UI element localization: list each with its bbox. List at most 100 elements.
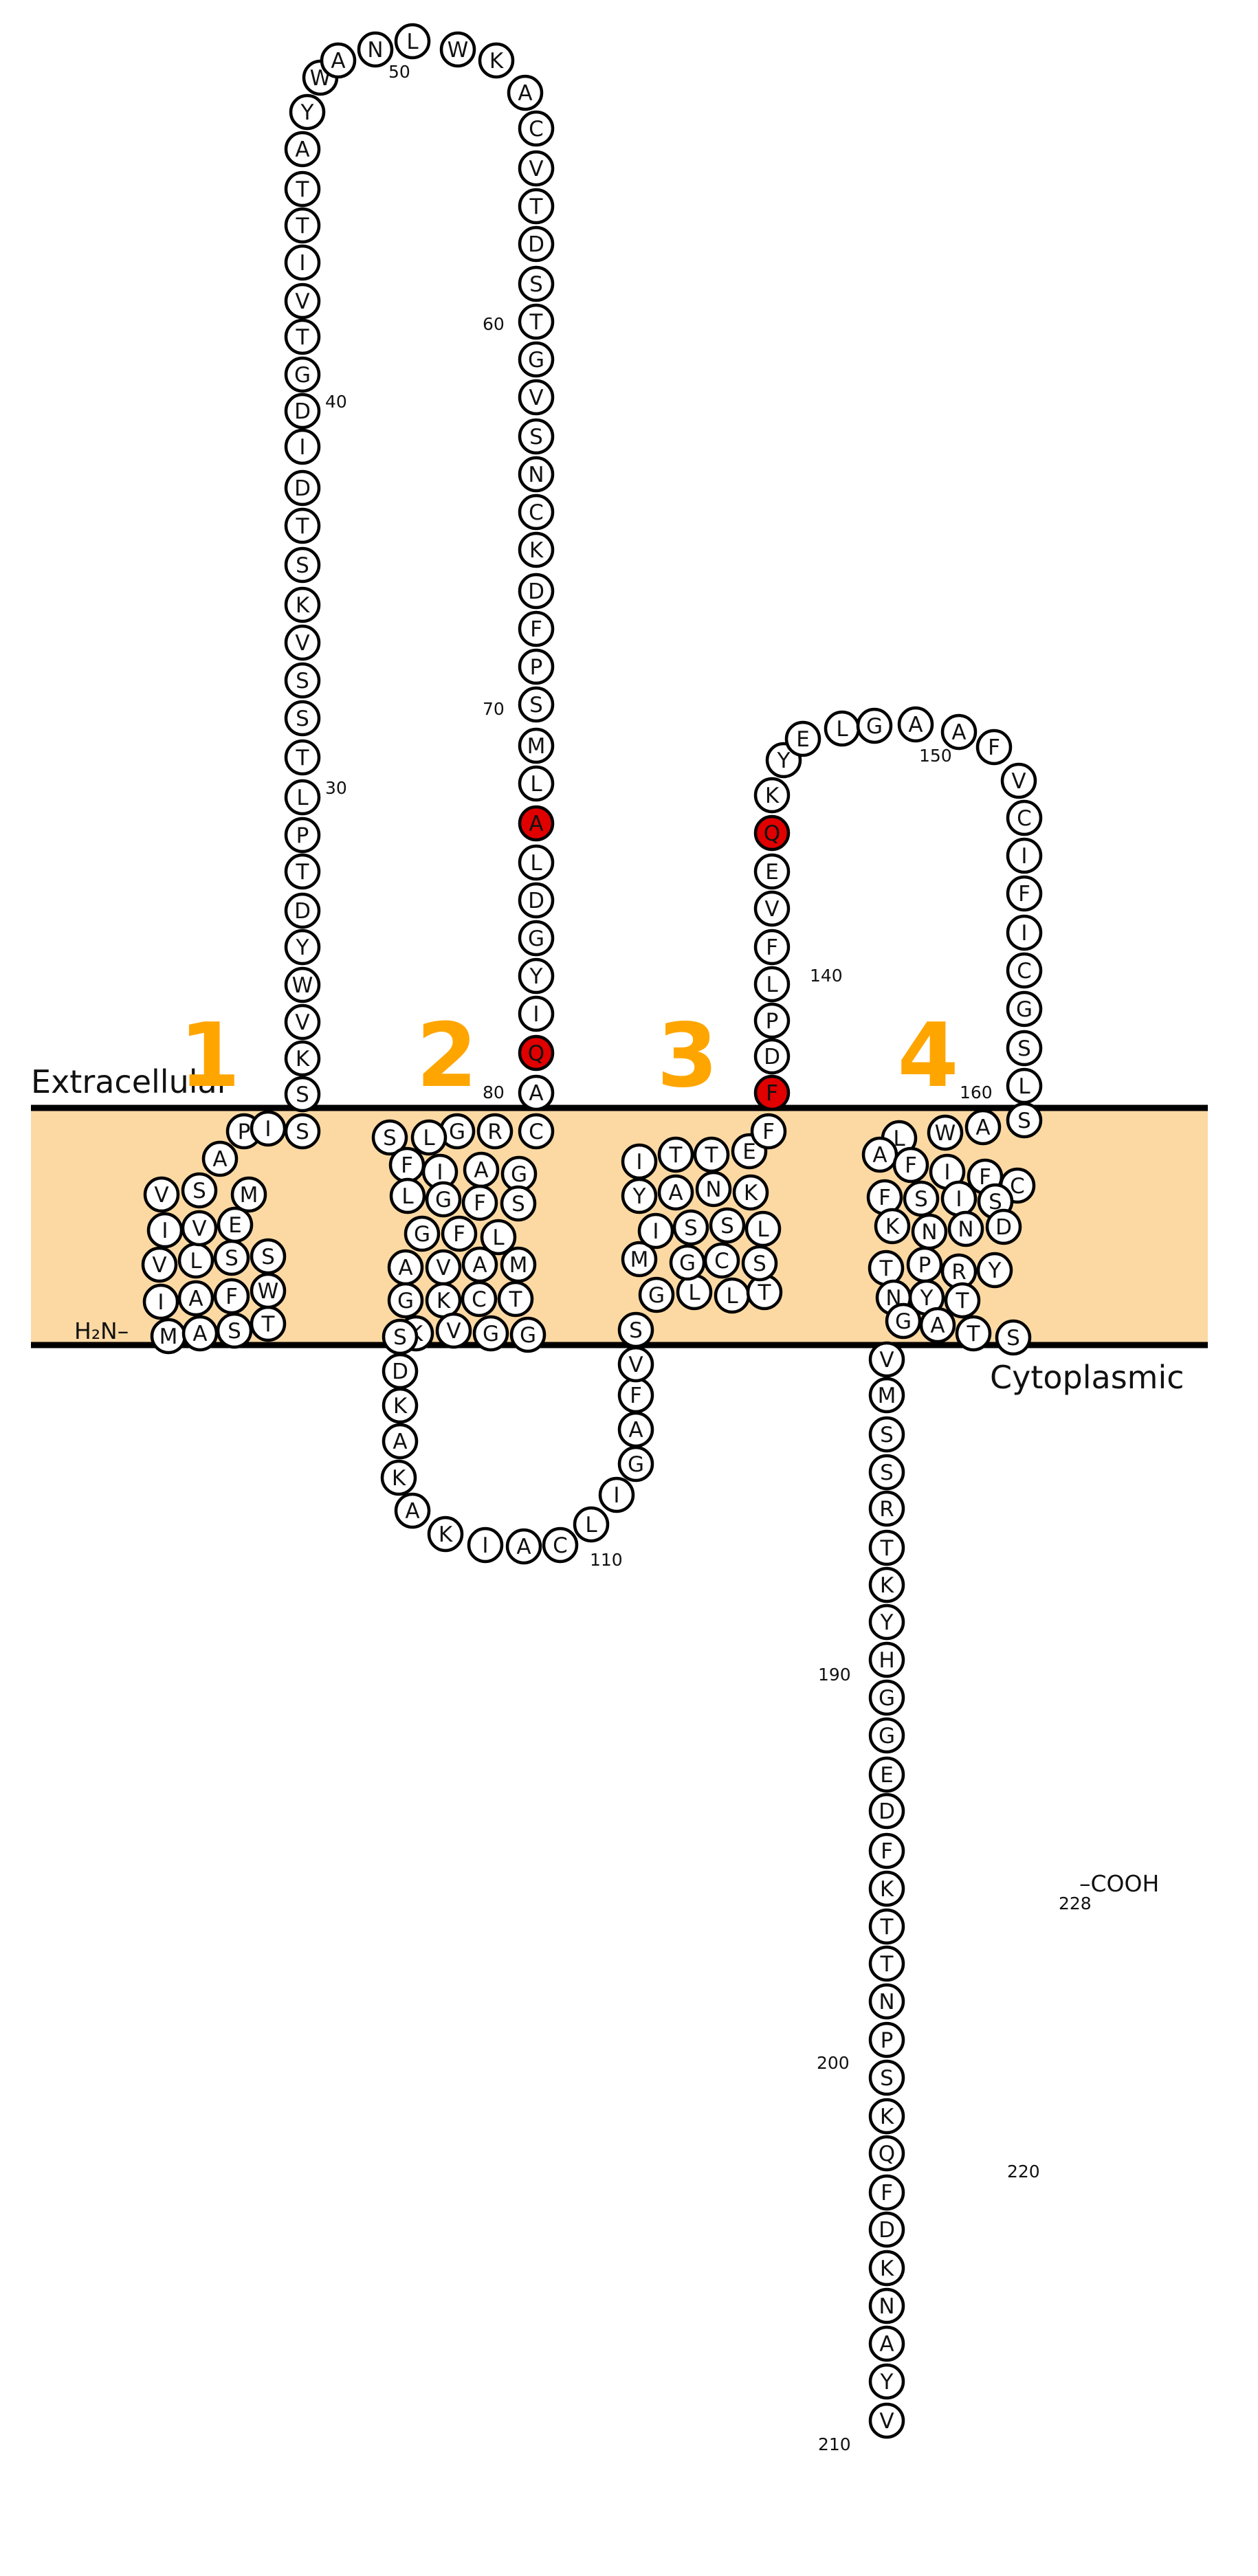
residue-letter: A: [472, 1253, 487, 1278]
residue-circle: [284, 170, 321, 208]
residue-circle: [518, 303, 555, 340]
residue-letter: V: [192, 1217, 206, 1241]
residue-letter: T: [758, 1280, 772, 1305]
residue-225: D: [868, 2211, 905, 2248]
residue-letter: G: [866, 714, 883, 739]
residue-circle: [892, 1146, 929, 1184]
residue-circle: [868, 1490, 905, 1527]
residue-38: T: [284, 507, 321, 544]
residue-circle: [284, 779, 321, 816]
residue-124: A: [617, 1411, 654, 1448]
residue-letter: V: [529, 386, 543, 410]
residue-letter: Y: [529, 964, 543, 989]
residue-67: C: [518, 493, 555, 531]
residue-162: A: [897, 706, 934, 743]
residue-circle: [357, 31, 394, 68]
residue-letter: A: [628, 1418, 643, 1443]
residue-letter: K: [880, 2256, 894, 2281]
residue-circle: [976, 1252, 1013, 1289]
residue-104: K: [425, 1282, 462, 1319]
residue-86: L: [410, 1119, 448, 1156]
residue-76: L: [518, 844, 555, 881]
residue-letter: A: [872, 1143, 887, 1168]
residue-circle: [542, 1526, 579, 1564]
residue-80: I: [518, 995, 555, 1032]
residue-letter: N: [879, 2294, 894, 2319]
residue-circle: [518, 573, 555, 610]
residue-circle: [868, 2325, 905, 2362]
residue-3: S: [216, 1312, 253, 1349]
residue-letter: I: [265, 1117, 271, 1142]
residue-circle: [284, 1076, 321, 1113]
residue-letter: S: [880, 2066, 894, 2091]
residue-92: L: [389, 1177, 426, 1214]
residue-146: T: [693, 1136, 730, 1173]
residue-circle: [573, 1506, 610, 1543]
residue-letter: D: [392, 1359, 408, 1384]
residue-75: A: [518, 805, 555, 842]
residue-circle: [507, 74, 544, 111]
residue-letter: A: [405, 1499, 419, 1524]
residue-46: T: [284, 207, 321, 244]
residue-letter: S: [529, 272, 543, 297]
residue-letter: E: [880, 1763, 894, 1788]
residue-68: K: [518, 531, 555, 568]
residue-letter: I: [437, 1160, 443, 1185]
residue-circle: [284, 546, 321, 584]
residue-letter: S: [383, 1126, 397, 1151]
residue-circle: [1006, 875, 1043, 912]
residue-171: G: [1006, 990, 1043, 1028]
residue-165: V: [1000, 762, 1037, 799]
residue-circle: [638, 1276, 675, 1313]
residue-87: S: [371, 1119, 408, 1156]
residue-letter: V: [879, 1348, 894, 1373]
residue-circle: [868, 1529, 905, 1566]
residue-57: C: [518, 110, 555, 147]
residue-letter: Q: [879, 2142, 895, 2166]
residue-letter: T: [296, 860, 310, 885]
position-label-110: 110: [590, 1550, 623, 1570]
residue-5: I: [142, 1283, 179, 1320]
residue-144: I: [621, 1143, 658, 1180]
residue-70: F: [518, 610, 555, 647]
residue-circle: [868, 1756, 905, 1793]
residue-circle: [284, 1113, 321, 1150]
residue-letter: G: [511, 1162, 527, 1187]
residue-letter: N: [705, 1177, 721, 1202]
residue-letter: H: [879, 1648, 894, 1673]
residue-letter: A: [529, 812, 543, 836]
residue-letter: K: [765, 784, 780, 808]
residue-letter: C: [472, 1287, 487, 1312]
residue-letter: I: [1021, 844, 1027, 869]
residue-154: V: [753, 890, 791, 927]
residue-56: A: [507, 74, 544, 111]
residue-letter: P: [530, 655, 543, 680]
residue-10: L: [177, 1242, 214, 1279]
residue-11: S: [213, 1239, 250, 1276]
residue-circle: [284, 853, 321, 890]
position-label-50: 50: [388, 62, 410, 82]
residue-circle: [868, 2363, 905, 2400]
residue-166: C: [1006, 799, 1043, 836]
helix-label-1: 1: [179, 1005, 240, 1107]
residue-letter: T: [967, 1322, 981, 1346]
residue-21: I: [250, 1110, 287, 1147]
residue-169: I: [1006, 914, 1043, 951]
residue-circle: [284, 739, 321, 776]
helix-label-3: 3: [656, 1005, 718, 1107]
residue-circle: [497, 1280, 534, 1318]
position-label-200: 200: [817, 2053, 850, 2073]
residue-176: W: [927, 1114, 964, 1151]
residue-circle: [439, 31, 476, 68]
residue-circle: [955, 1315, 992, 1352]
residue-letter: N: [367, 38, 383, 63]
residue-58: V: [518, 150, 555, 187]
residue-circle: [868, 2135, 905, 2172]
residue-43: T: [284, 318, 321, 355]
residue-letter: G: [435, 1188, 452, 1212]
residue-letter: F: [766, 935, 778, 960]
residue-41: D: [284, 392, 321, 430]
residue-circle: [744, 1210, 782, 1247]
residue-66: N: [518, 456, 555, 493]
residue-circle: [1006, 837, 1043, 874]
